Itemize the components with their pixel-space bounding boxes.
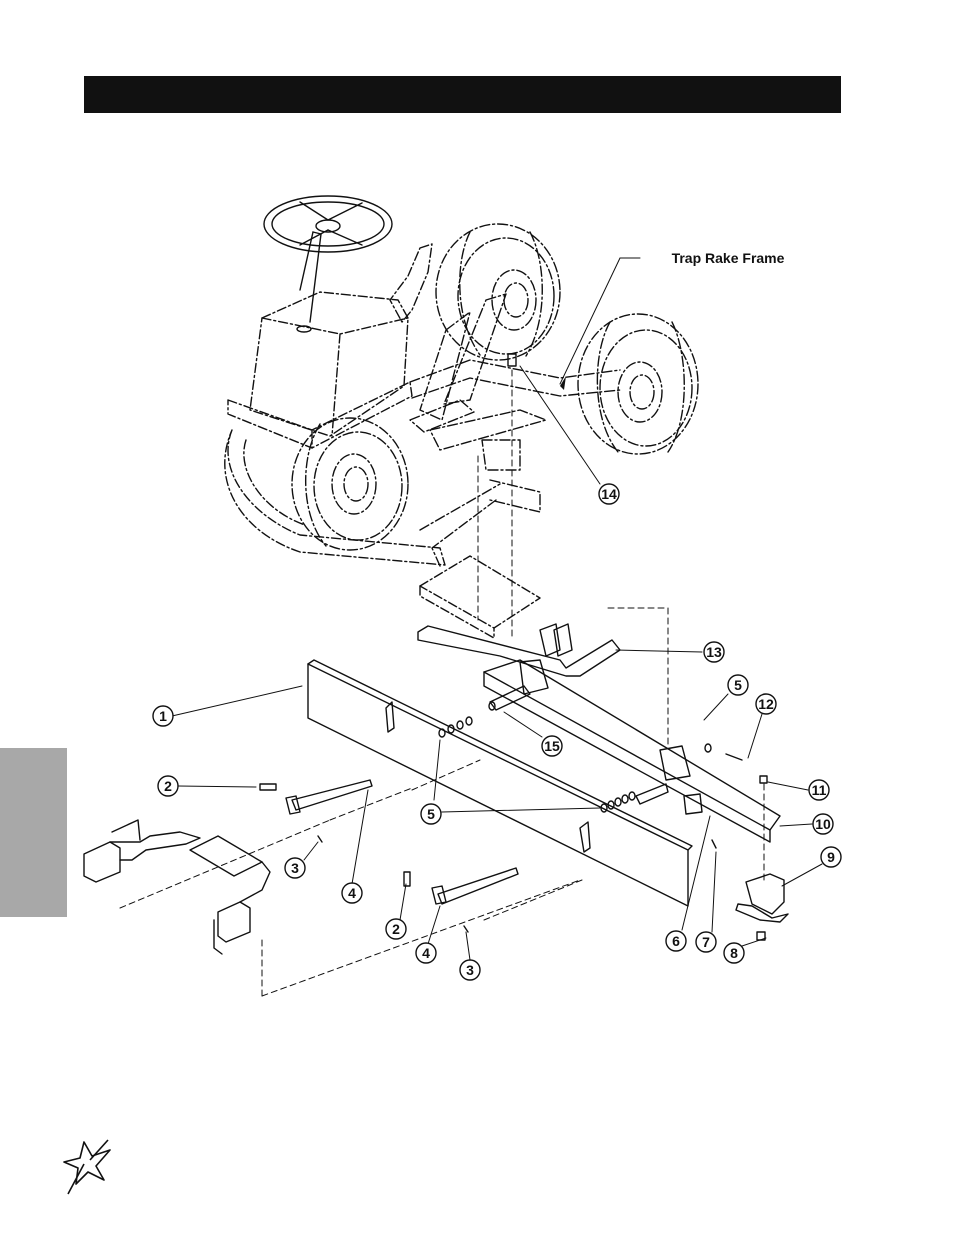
svg-text:9: 9 [827,849,835,865]
trap-rake-frame-label: Trap Rake Frame [672,250,785,266]
mount-plate-upper [420,556,540,638]
callout-15: 15 [542,736,562,756]
callout-2b: 2 [386,919,406,939]
callout-11: 11 [809,780,829,800]
svg-text:12: 12 [758,696,774,712]
svg-text:15: 15 [544,738,560,754]
svg-text:7: 7 [702,934,710,950]
chassis-frame [410,294,620,566]
svg-text:3: 3 [291,860,299,876]
svg-text:14: 14 [601,486,617,502]
callout-5a: 5 [728,675,748,695]
stand-bracket [736,874,788,922]
svg-text:10: 10 [815,816,831,832]
callout-13: 13 [704,642,724,662]
callout-4a: 4 [342,883,362,903]
callout-10: 10 [813,814,833,834]
svg-text:4: 4 [422,945,430,961]
callout-5b: 5 [421,804,441,824]
svg-text:8: 8 [730,945,738,961]
svg-text:5: 5 [734,677,742,693]
nut-11 [760,776,767,783]
bolt-14 [508,354,516,366]
svg-text:2: 2 [164,778,172,794]
clip-3b [464,926,468,932]
callout-9: 9 [821,847,841,867]
lift-arm-left [260,780,372,814]
rear-wheel-left [436,224,560,360]
callout-4b: 4 [416,943,436,963]
callout-7: 7 [696,932,716,952]
spring-set-lower [601,784,668,812]
lift-arm-right [404,868,518,904]
clip-7 [712,840,716,848]
callout-8: 8 [724,943,744,963]
callout-3a: 3 [285,858,305,878]
front-wheel-left [292,418,408,550]
callout-12: 12 [756,694,776,714]
svg-text:11: 11 [812,782,827,798]
svg-text:13: 13 [706,644,722,660]
svg-text:6: 6 [672,933,680,949]
leader-lines [172,258,822,960]
callout-1: 1 [153,706,173,726]
callout-6: 6 [666,931,686,951]
clip-3a [318,836,322,842]
svg-text:3: 3 [466,962,474,978]
svg-text:5: 5 [427,806,435,822]
star-logo-icon [64,1140,110,1194]
svg-text:1: 1 [159,708,167,724]
tractor-body [225,292,445,565]
steering-bracket [390,244,432,322]
front-wheel-right [578,314,698,454]
spring-set-upper [439,717,472,737]
steering-wheel [264,196,392,322]
pin-12 [726,754,742,760]
svg-text:2: 2 [392,921,400,937]
callout-3b: 3 [460,960,480,980]
svg-text:4: 4 [348,885,356,901]
callout-14: 14 [599,484,619,504]
callout-2a: 2 [158,776,178,796]
mount-plate-lower [418,624,620,676]
hitch-bracket [84,820,270,954]
